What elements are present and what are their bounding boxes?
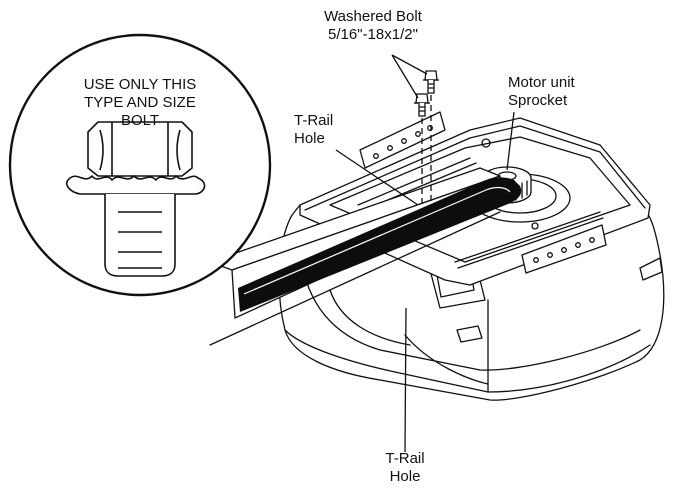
bracket-left-holes	[373, 125, 433, 159]
trail-hole-top-label: T-Rail Hole	[294, 112, 333, 148]
drive-belt	[238, 177, 522, 312]
left-port	[456, 325, 483, 343]
housing-lower-ridge	[404, 334, 489, 385]
flange-bolt-icon	[65, 121, 206, 277]
chassis-inner	[329, 136, 631, 263]
housing-right-curve	[487, 344, 651, 393]
washered-bolt-label-line2: 5/16"-18x1/2"	[328, 26, 418, 43]
right-port	[639, 257, 663, 281]
t-rail-lower-flange	[209, 211, 501, 346]
top-screw	[481, 138, 491, 148]
trail-hole-bottom-label: T-Rail Hole	[360, 450, 450, 486]
inset-caption: USE ONLY THIS TYPE AND SIZE BOLT	[50, 76, 230, 130]
washered-bolt-label-line1: Washered Bolt	[324, 8, 422, 25]
motor-sprocket-label-line1: Motor unit	[508, 74, 575, 91]
side-screw	[531, 222, 539, 230]
inset-caption-line3: BOLT	[120, 112, 160, 129]
washered-bolt-label: Washered Bolt 5/16"-18x1/2"	[313, 8, 433, 44]
drive-belt-highlight	[243, 186, 511, 295]
trail-hole-bottom-label-line1: T-Rail	[385, 450, 425, 467]
housing-lower-ridge-2	[329, 289, 411, 346]
motor-sprocket-label: Motor unit Sprocket	[508, 74, 575, 110]
leader-washered-bolt	[391, 54, 428, 99]
bracket-right	[521, 224, 607, 274]
bracket-right-holes	[533, 237, 595, 263]
leader-trail-bottom	[404, 307, 407, 453]
leader-trail-top	[335, 149, 419, 206]
washered-bolt-1	[423, 70, 439, 94]
trail-hole-top-label-line2: Hole	[294, 130, 325, 147]
housing-front-face	[299, 249, 641, 371]
chassis-slot-right	[454, 211, 604, 269]
housing-base-curve	[284, 329, 489, 393]
inset-caption-line1: USE ONLY THIS	[83, 76, 197, 93]
trail-hole-top-label-line1: T-Rail	[294, 112, 334, 129]
chassis-top-rim	[304, 125, 646, 211]
motor-sprocket-label-line2: Sprocket	[508, 92, 568, 109]
leader-motor-sprocket	[506, 111, 515, 171]
inset-caption-line2: TYPE AND SIZE	[84, 94, 196, 111]
washered-bolt-2	[414, 93, 430, 117]
trail-hole-bottom-label-line2: Hole	[389, 468, 421, 485]
